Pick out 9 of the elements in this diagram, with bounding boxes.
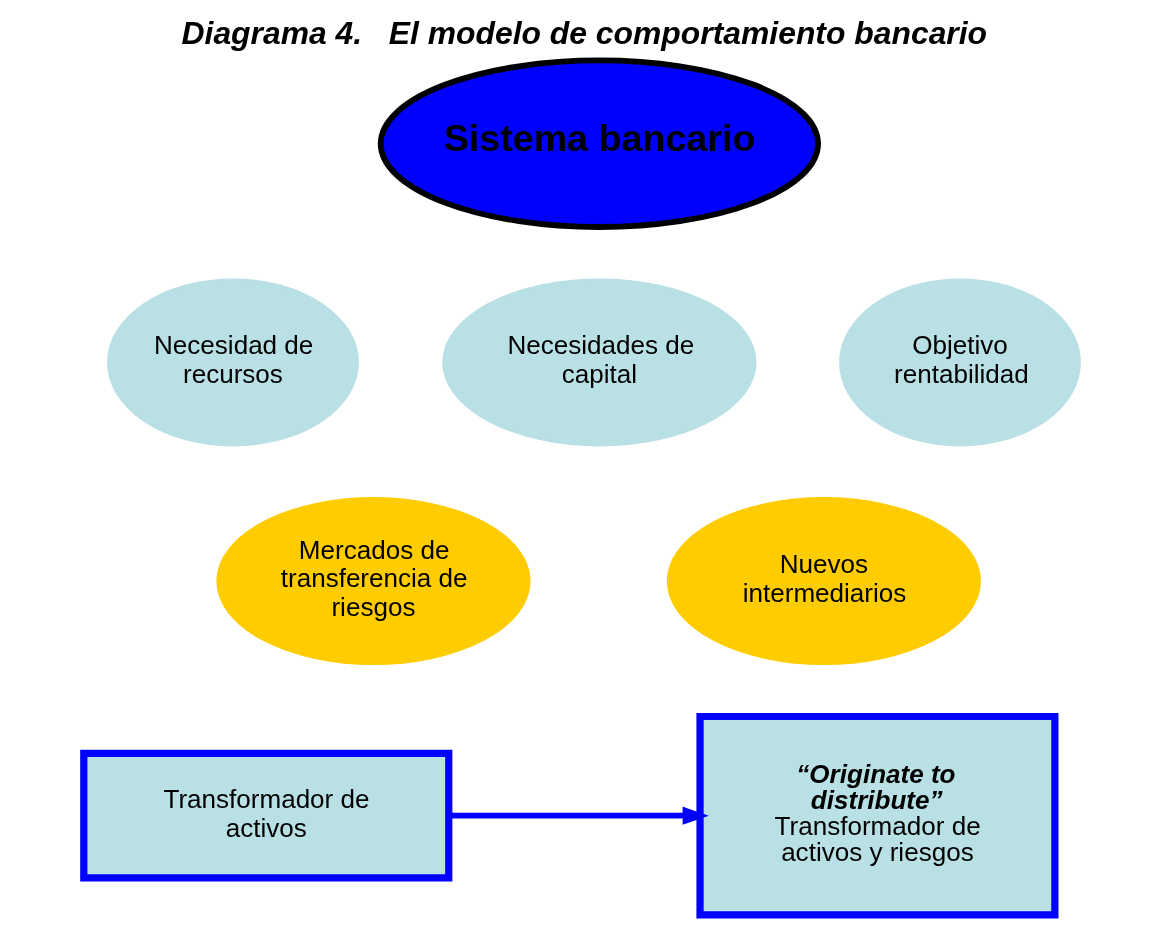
node-ellipse: Sistema bancario [377,57,821,230]
node-box: “Originate to distribute” Transformador de activos y riesgos [695,712,1058,919]
node-ellipse: Mercados de transferencia de riesgos [215,497,531,666]
node-ellipse: Necesidad de recursos [106,278,359,447]
diagram-title: Diagrama 4. El modelo de comportamiento bancario [181,14,987,51]
node-ellipse: Nuevos intermediarios [666,497,981,666]
node-ellipse: Objetivo rentabilidad [838,278,1081,447]
node-ellipse: Necesidades de capital [441,278,756,447]
node-box: Transformador de activos [79,749,452,882]
